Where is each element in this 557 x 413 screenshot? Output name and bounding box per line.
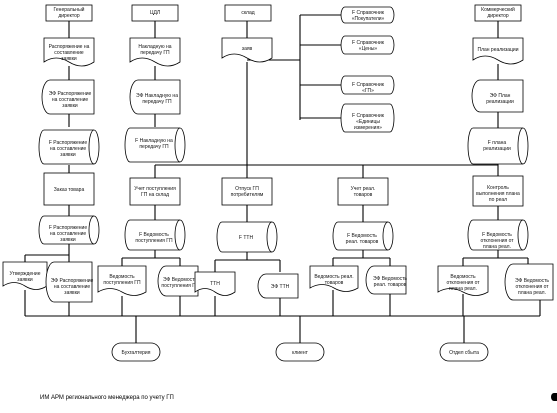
node-cdl: ЦДЛ: [131, 4, 179, 22]
node-ttn-f: F ТТН: [216, 221, 278, 253]
node-plan1: План реализации: [472, 37, 524, 65]
svg-text:План реализации: План реализации: [477, 47, 518, 53]
svg-text:F Справочник«ГП»: F Справочник«ГП»: [352, 82, 385, 94]
diagram-caption: ИМ АРМ регионального менеджера по учету …: [40, 395, 174, 401]
node-ved-real-doc: Ведомость реал.товаров: [309, 265, 359, 292]
node-zakaz: Заказ товара: [43, 172, 95, 206]
node-skl: склад: [224, 4, 272, 22]
node-uchet-real: Учет реал.товаров: [337, 177, 389, 206]
edge-marker: [551, 393, 557, 401]
svg-text:Заказ товара: Заказ товара: [54, 187, 85, 193]
svg-text:Ведомость реал.товаров: Ведомость реал.товаров: [314, 274, 353, 286]
svg-text:F Справочник«Покупатели»: F Справочник«Покупатели»: [352, 10, 385, 22]
node-sprav-tsen: F Справочник«Цены»: [340, 35, 395, 55]
node-zayav: заяв: [221, 37, 273, 63]
svg-text:клиент: клиент: [292, 350, 308, 356]
svg-text:Отдел сбыта: Отдел сбыта: [449, 350, 479, 356]
node-ef-ttn: ЭФ ТТН: [257, 273, 299, 299]
node-buh: Бухгалтерия: [111, 342, 161, 362]
svg-text:Учет реал.товаров: Учет реал.товаров: [351, 186, 376, 198]
svg-text:F Справочник«Цены»: F Справочник«Цены»: [352, 40, 385, 52]
svg-text:ТТН: ТТН: [210, 281, 220, 287]
node-ttn-doc: ТТН: [194, 271, 236, 296]
svg-text:ЦДЛ: ЦДЛ: [150, 10, 160, 16]
svg-text:ЭФ ТТН: ЭФ ТТН: [271, 284, 290, 290]
svg-text:F ТТН: F ТТН: [239, 235, 254, 241]
node-sprav-gp: F Справочник«ГП»: [340, 75, 395, 95]
svg-text:заяв: заяв: [242, 46, 253, 52]
node-sprav-pok: F Справочник«Покупатели»: [340, 6, 395, 24]
node-klient: клиент: [275, 342, 325, 362]
node-otdel: Отдел сбыта: [439, 342, 489, 362]
svg-text:склад: склад: [241, 10, 254, 16]
svg-text:Бухгалтерия: Бухгалтерия: [122, 350, 151, 356]
